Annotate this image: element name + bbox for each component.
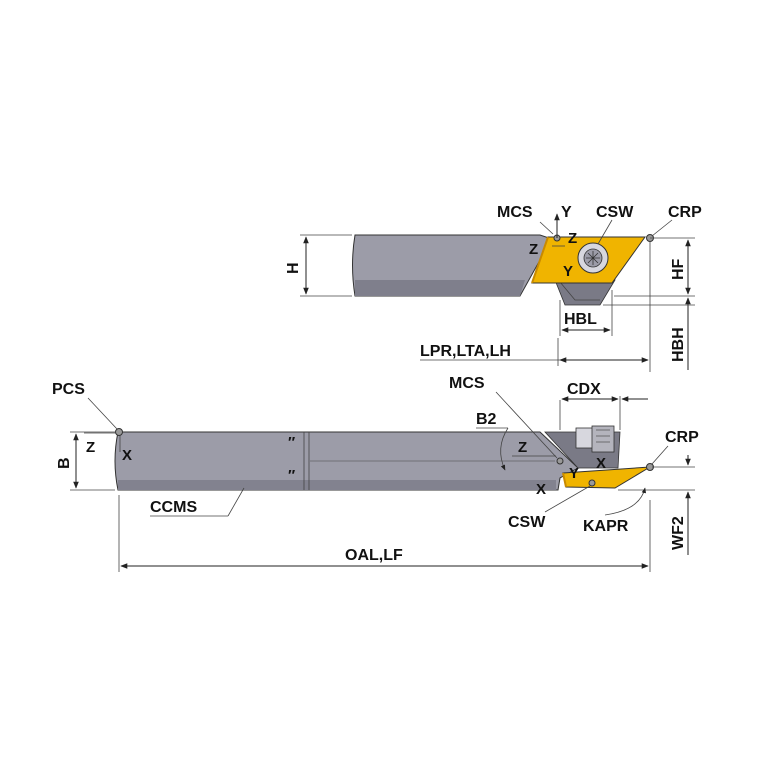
side-kapr-label: KAPR (583, 518, 629, 535)
side-x-insert-label: X (596, 455, 606, 472)
top-y-axis-label: Y (561, 204, 572, 221)
side-clamp (575, 427, 595, 449)
side-csw-label: CSW (508, 514, 546, 531)
side-wf2-label: WF2 (670, 516, 687, 550)
top-lpr-label: LPR,LTA,LH (420, 343, 511, 360)
top-h-label: H (285, 262, 302, 274)
top-shank-shade (355, 280, 525, 296)
top-y-insert-label: Y (563, 263, 573, 280)
side-crp-label: CRP (665, 429, 699, 446)
top-neck (554, 279, 616, 306)
top-hf-label: HF (670, 258, 687, 280)
top-z-left-label: Z (529, 241, 538, 258)
side-mcs-point (556, 457, 564, 465)
side-x-label: X (122, 447, 132, 464)
side-view: ″ ″ PCS Z X B CCMS MCS B2 Z Y (52, 375, 699, 572)
side-pcs-point (115, 428, 123, 436)
top-crp-label: CRP (668, 204, 702, 221)
side-cdx-label: CDX (567, 381, 601, 398)
side-oal-label: OAL,LF (345, 547, 403, 564)
top-z-insert-label: Z (568, 230, 577, 247)
svg-text:″: ″ (288, 434, 295, 451)
side-mcs-label: MCS (449, 375, 485, 392)
top-view: MCS Y CSW CRP Z Z Y H HF HBH HBL LPR,LTA… (285, 204, 702, 372)
top-hbl-label: HBL (564, 311, 597, 328)
top-hbh-label: HBH (670, 327, 687, 362)
top-csw-label: CSW (596, 204, 634, 221)
side-z-mid-label: Z (518, 439, 527, 456)
side-b-label: B (56, 457, 73, 469)
side-y-insert-label: Y (569, 465, 579, 482)
side-x-low-label: X (536, 481, 546, 498)
side-pcs-label: PCS (52, 381, 85, 398)
side-z-label: Z (86, 439, 95, 456)
svg-text:″: ″ (288, 467, 295, 484)
side-ccms-label: CCMS (150, 499, 197, 516)
side-csw-point (588, 479, 596, 487)
side-b2-label: B2 (476, 411, 497, 428)
top-mcs-label: MCS (497, 204, 533, 221)
